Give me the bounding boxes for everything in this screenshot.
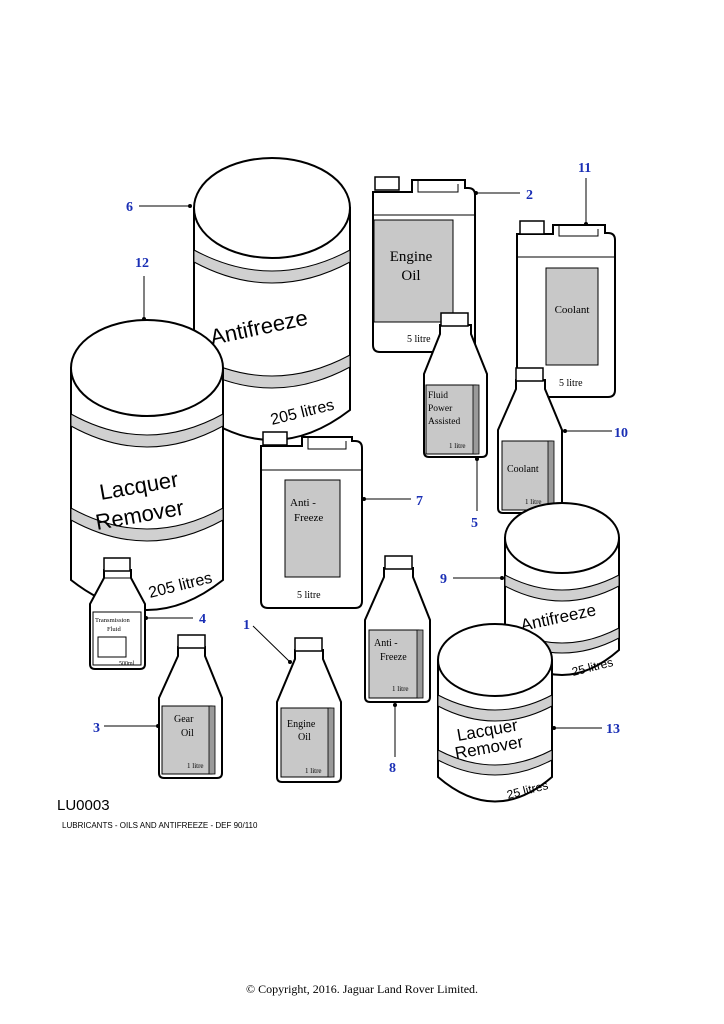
callout-9[interactable]: 9 — [440, 572, 447, 587]
bottle-gear-oil-name-1: Gear — [174, 714, 194, 725]
bottle-engine-oil-name-1: Engine — [287, 719, 316, 730]
drum-lacquer-205l[interactable]: Lacquer Remover 205 litres — [70, 319, 224, 611]
bottle-antifreeze-name-2: Freeze — [380, 652, 407, 663]
callout-12[interactable]: 12 — [135, 256, 149, 271]
bottle-fluid-power-assisted-1l[interactable]: Fluid Power Assisted 1 litre — [423, 312, 488, 458]
callout-7[interactable]: 7 — [416, 494, 423, 509]
bottle-antifreeze-1l[interactable]: Anti - Freeze 1 litre — [364, 555, 431, 703]
bottle-coolant-size: 1 litre — [525, 498, 542, 506]
can-engine-oil-5l[interactable]: Engine Oil 5 litre — [372, 176, 476, 353]
callout-5[interactable]: 5 — [471, 516, 478, 531]
bottle-engine-oil-size: 1 litre — [305, 767, 322, 775]
figure-code: LU0003 — [57, 797, 110, 814]
can-engine-oil-size: 5 litre — [407, 334, 431, 345]
drum-antifreeze-205l[interactable]: Antifreeze 205 litres — [193, 157, 351, 441]
callout-1[interactable]: 1 — [243, 618, 250, 633]
callout-3[interactable]: 3 — [93, 721, 100, 736]
bottle-engine-oil-1l[interactable]: Engine Oil 1 litre — [276, 637, 342, 783]
tub-lacquer-25l[interactable]: Lacquer Remover 25 litres — [437, 623, 553, 803]
bottle-transmission-fluid-500ml[interactable]: Transmission Fluid 500ml — [89, 557, 146, 670]
can-antifreeze-name-2: Freeze — [294, 512, 323, 524]
callout-8[interactable]: 8 — [389, 761, 396, 776]
can-coolant-name: Coolant — [555, 304, 590, 316]
callout-4[interactable]: 4 — [199, 612, 206, 627]
callout-13[interactable]: 13 — [606, 722, 620, 737]
bottle-engine-oil-name-2: Oil — [298, 732, 311, 743]
bottle-gear-oil-1l[interactable]: Gear Oil 1 litre — [158, 634, 223, 779]
leader-lines — [104, 178, 612, 757]
can-antifreeze-size: 5 litre — [297, 590, 321, 601]
bottle-fluid-name-1: Fluid — [428, 391, 448, 401]
callout-10[interactable]: 10 — [614, 426, 628, 441]
bottle-coolant-name: Coolant — [507, 464, 539, 475]
bottle-transmission-size: 500ml — [119, 661, 135, 667]
bottle-fluid-name-2: Power — [428, 404, 453, 414]
bottle-antifreeze-name-1: Anti - — [374, 638, 398, 649]
bottle-fluid-name-3: Assisted — [428, 417, 460, 427]
can-engine-oil-name-2: Oil — [401, 268, 420, 284]
figure-caption: LUBRICANTS - OILS AND ANTIFREEZE - DEF 9… — [62, 821, 258, 830]
bottle-gear-oil-name-2: Oil — [181, 728, 194, 739]
bottle-gear-oil-size: 1 litre — [187, 762, 204, 770]
bottle-transmission-name-2: Fluid — [107, 626, 121, 633]
bottle-fluid-size: 1 litre — [449, 442, 466, 450]
can-coolant-size: 5 litre — [559, 378, 583, 389]
can-engine-oil-name-1: Engine — [390, 249, 433, 265]
callout-6[interactable]: 6 — [126, 200, 133, 215]
copyright-notice: © Copyright, 2016. Jaguar Land Rover Lim… — [245, 982, 479, 996]
callout-numbers: 1 2 3 4 5 6 7 8 9 10 11 12 13 — [93, 161, 628, 776]
bottle-antifreeze-size: 1 litre — [392, 685, 409, 693]
callout-2[interactable]: 2 — [526, 188, 533, 203]
can-coolant-5l[interactable]: Coolant 5 litre — [516, 220, 616, 398]
bottle-transmission-name-1: Transmission — [95, 617, 131, 624]
can-antifreeze-5l[interactable]: Anti - Freeze 5 litre — [260, 431, 363, 609]
callout-11[interactable]: 11 — [578, 161, 591, 176]
can-antifreeze-name-1: Anti - — [290, 497, 316, 509]
